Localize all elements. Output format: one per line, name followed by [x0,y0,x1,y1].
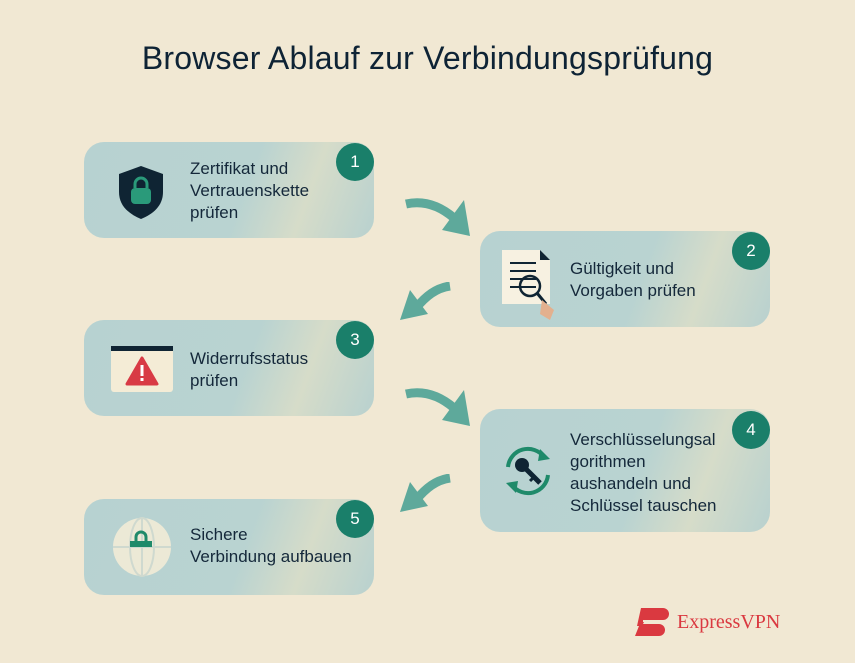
key-exchange-icon [506,446,550,496]
document-magnifier-icon [502,250,554,320]
step-number-badge: 2 [732,232,770,270]
step-number-badge: 4 [732,411,770,449]
arrow-right-down-icon [405,198,470,236]
expressvpn-logo: ExpressVPN [633,608,780,636]
browser-warning-icon [111,346,173,392]
arrow-right-down-icon [405,388,470,426]
globe-lock-icon [113,517,171,577]
step-number-badge: 1 [336,143,374,181]
expressvpn-mark-icon [635,608,669,636]
arrow-left-down-icon [400,474,451,512]
shield-lock-icon [119,166,163,219]
logo-text: ExpressVPN [677,610,781,633]
step-number-badge: 3 [336,321,374,359]
arrow-left-down-icon [400,282,451,320]
page-title: Browser Ablauf zur Verbindungsprüfung [141,40,714,76]
step-number-badge: 5 [336,500,374,538]
